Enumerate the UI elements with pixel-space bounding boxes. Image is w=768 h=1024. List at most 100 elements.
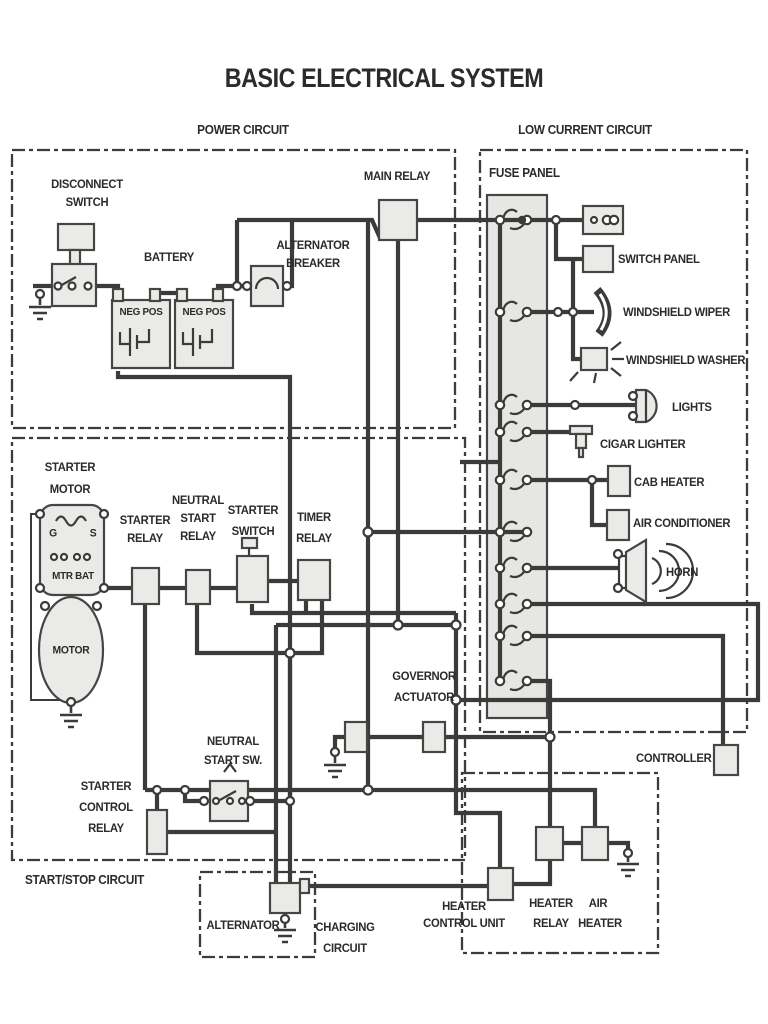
junction-terminal	[284, 795, 296, 807]
key-icon	[240, 536, 259, 550]
junction-terminal	[284, 647, 296, 659]
battery-terminal-label: NEG POS	[119, 305, 163, 318]
junction-terminal	[211, 796, 221, 806]
horn-speaker-icon	[617, 538, 695, 604]
motor-label: MOTOR	[52, 644, 90, 657]
wiper-blade-highlight	[598, 293, 608, 331]
battery-label: BATTERY	[143, 250, 195, 264]
main-relay-box	[377, 198, 419, 242]
junction-terminal	[552, 306, 564, 318]
switch-contact-icon	[59, 276, 77, 287]
low-current-circuit-border	[478, 148, 749, 734]
governor-actuator-label: ACTUATOR	[394, 690, 454, 704]
fuse-icon	[494, 592, 533, 615]
governor-actuator-box-2	[421, 720, 447, 754]
battery-terminal	[111, 287, 125, 303]
ground-icons	[29, 298, 639, 944]
battery-terminal-label: NEG POS	[182, 305, 226, 318]
air-heater-label: HEATER	[578, 916, 622, 930]
junction-terminal	[225, 796, 235, 806]
junction-terminal	[34, 508, 46, 520]
heater-relay-label: HEATER	[529, 896, 573, 910]
air-heater-box	[580, 825, 610, 862]
breaker-arc-icon	[254, 276, 280, 290]
junction-terminal	[179, 784, 191, 796]
fuse-icon	[494, 520, 533, 543]
solenoid-mtr-bat-label: MTR BAT	[52, 569, 94, 582]
starter-switch-label: SWITCH	[231, 524, 275, 538]
alternator-breaker-label: ALTERNATOR	[276, 238, 350, 252]
lights-label: LIGHTS	[672, 400, 712, 414]
starter-control-relay-label: RELAY	[88, 821, 124, 835]
junction-terminal	[612, 582, 624, 594]
battery-2-box	[173, 298, 235, 370]
coil-icon	[55, 515, 87, 527]
alternator-tab	[298, 877, 311, 895]
junction-terminal	[59, 552, 69, 562]
spray-icon	[569, 341, 624, 384]
junction-terminal	[569, 399, 581, 411]
neutral-start-sw-blade	[217, 790, 237, 802]
junction-terminal	[53, 281, 63, 291]
power-circuit-border	[10, 148, 457, 430]
neutral-start-sw-label: START SW.	[203, 753, 263, 767]
junction-terminal	[550, 214, 562, 226]
cigar-lighter-label: CIGAR LIGHTER	[600, 437, 686, 451]
page-title: BASIC ELECTRICAL SYSTEM	[224, 62, 544, 93]
heater-relay-label: RELAY	[533, 916, 569, 930]
starter-relay-label: STARTER	[119, 513, 171, 527]
heater-control-unit-label: CONTROL UNIT	[423, 916, 505, 930]
junction-terminal	[567, 306, 579, 318]
air-conditioner-box	[605, 508, 631, 542]
timer-relay-box	[296, 558, 332, 602]
junction-terminal	[627, 390, 639, 402]
battery-terminal	[211, 287, 225, 303]
starter-solenoid-box	[38, 503, 106, 597]
charging-circuit-label: CIRCUIT	[323, 941, 367, 955]
junction-terminal	[450, 694, 462, 706]
charging-circuit-label: CHARGING	[315, 920, 375, 934]
fuse-icon	[494, 420, 533, 443]
junction-terminal	[49, 552, 59, 562]
switch-panel-label: SWITCH PANEL	[618, 252, 700, 266]
disconnect-switch-stem	[68, 248, 82, 267]
junction-terminal	[151, 784, 163, 796]
timer-relay-label: TIMER	[297, 510, 331, 524]
component-boxes	[37, 198, 740, 915]
neutral-start-relay-label: NEUTRAL	[172, 493, 224, 507]
starter-switch-label: STARTER	[227, 503, 279, 517]
starter-motor-label: MOTOR	[49, 482, 91, 496]
neutral-start-sw-pointer	[223, 762, 237, 773]
junction-terminal	[362, 784, 374, 796]
ground-icon	[29, 298, 51, 321]
starter-relay-label: RELAY	[127, 531, 163, 545]
air-conditioner-label: AIR CONDITIONER	[633, 516, 731, 530]
junction-terminal	[329, 746, 341, 758]
fuse-panel-label: FUSE PANEL	[489, 165, 560, 180]
junction-terminal	[34, 582, 46, 594]
starter-control-relay-box	[145, 808, 169, 856]
heater-relay-box	[534, 825, 565, 862]
junction-terminal	[91, 600, 103, 612]
junction-dot	[517, 215, 527, 225]
governor-actuator-box-1	[343, 720, 369, 754]
neutral-start-relay-box	[184, 568, 212, 606]
junction-terminal	[612, 548, 624, 560]
glyphs	[55, 214, 695, 802]
charging-circuit-border	[198, 870, 317, 959]
junction-terminal	[544, 731, 556, 743]
fuse-icon	[494, 300, 533, 323]
junction-terminal	[98, 508, 110, 520]
junction-terminal	[34, 288, 46, 300]
junction-terminal	[67, 281, 77, 291]
starter-relay-box	[130, 566, 161, 606]
junction-terminal	[237, 796, 247, 806]
junction-terminal	[362, 526, 374, 538]
windshield-wiper-label: WINDSHIELD WIPER	[623, 305, 731, 319]
junction-terminal	[65, 696, 77, 708]
junction-terminal	[279, 913, 291, 925]
battery-cell-icon	[118, 328, 214, 356]
switch-panel-box	[581, 244, 615, 274]
junction-terminal	[586, 474, 598, 486]
